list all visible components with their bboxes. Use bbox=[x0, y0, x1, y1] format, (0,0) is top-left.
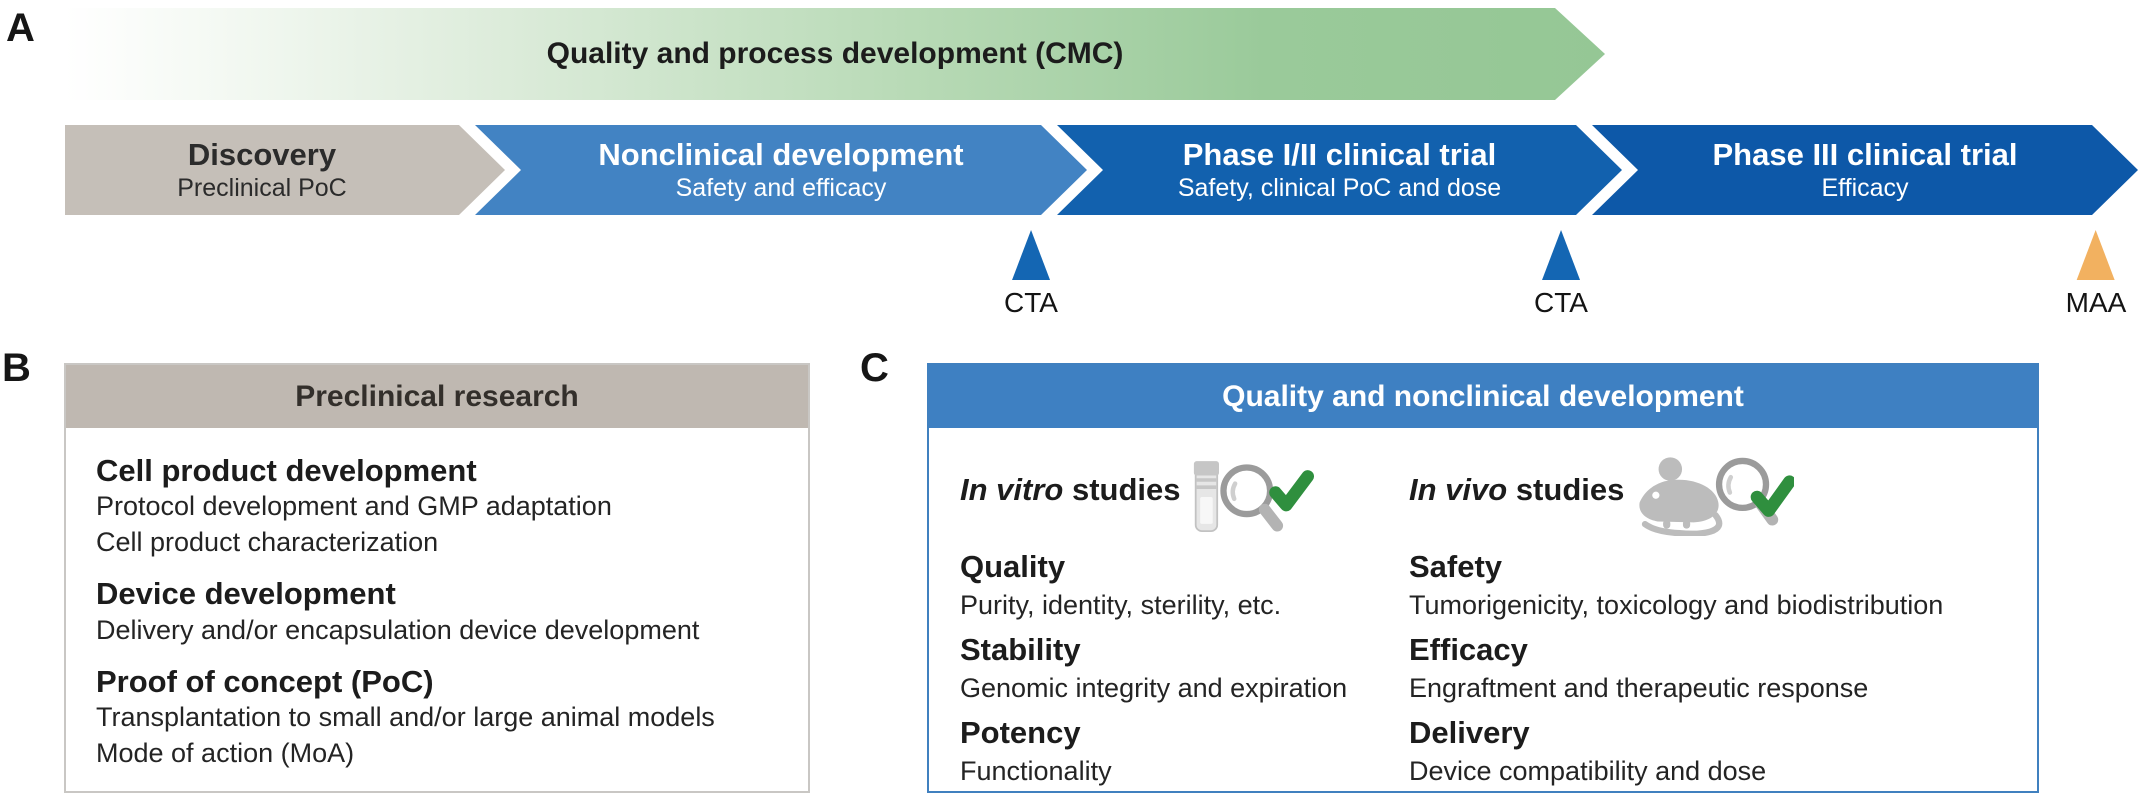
section-line: Cell product characterization bbox=[96, 526, 439, 557]
stage-phase-3-trial: Phase III clinical trial Efficacy bbox=[1592, 125, 2138, 215]
item-line: Functionality bbox=[960, 755, 1112, 786]
panel-header: Preclinical research bbox=[66, 365, 808, 428]
column-title-text: In vivo studies bbox=[1409, 472, 1624, 508]
section-heading: Proof of concept (PoC) bbox=[96, 664, 434, 700]
title-italic: In vivo bbox=[1409, 472, 1508, 507]
section-line: Transplantation to small and/or large an… bbox=[96, 702, 715, 733]
stage-subtitle: Preclinical PoC bbox=[177, 173, 347, 202]
cta-triangle-icon bbox=[1541, 230, 1580, 280]
mouse-magnifier-check-icon bbox=[1639, 457, 1795, 536]
stage-subtitle: Efficacy bbox=[1821, 173, 1909, 202]
stage-phase-1-2-trial: Phase I/II clinical trial Safety, clinic… bbox=[1057, 125, 1622, 215]
in-vivo-title: In vivo studies bbox=[1409, 442, 1943, 538]
panel-body: Cell product development Protocol develo… bbox=[66, 428, 808, 772]
cmc-arrow-label: Quality and process development (CMC) bbox=[546, 37, 1124, 70]
title-italic: In vitro bbox=[960, 472, 1064, 507]
section-line: Mode of action (MoA) bbox=[96, 738, 355, 769]
in-vitro-column: In vitro studies Quality Purity, identit… bbox=[960, 442, 1409, 787]
quality-nonclinical-panel: Quality and nonclinical development In v… bbox=[927, 363, 2039, 793]
section-heading: Cell product development bbox=[96, 453, 477, 488]
stage-discovery: Discovery Preclinical PoC bbox=[65, 125, 505, 215]
preclinical-research-panel: Preclinical research Cell product develo… bbox=[64, 363, 810, 793]
column-title-text: In vitro studies bbox=[960, 472, 1181, 508]
panel-c-label: C bbox=[860, 346, 889, 390]
stage-subtitle: Safety, clinical PoC and dose bbox=[1177, 173, 1502, 202]
section-line: Protocol development and GMP adaptation bbox=[96, 491, 612, 522]
section-line: Delivery and/or encapsulation device dev… bbox=[96, 614, 700, 645]
item-line: Tumorigenicity, toxicology and biodistri… bbox=[1409, 589, 1944, 620]
in-vivo-column: In vivo studies bbox=[1409, 442, 1943, 787]
panel-a-label: A bbox=[6, 6, 35, 50]
milestone-label: CTA bbox=[1534, 287, 1588, 318]
item-heading: Delivery bbox=[1409, 715, 1530, 751]
item-heading: Efficacy bbox=[1409, 632, 1528, 668]
stage-title: Phase I/II clinical trial bbox=[1182, 136, 1497, 172]
milestone-maa: MAA bbox=[2065, 230, 2127, 318]
panel-b-label: B bbox=[2, 346, 31, 390]
cmc-process-arrow: Quality and process development (CMC) bbox=[65, 8, 1605, 100]
stage-title: Phase III clinical trial bbox=[1712, 136, 2018, 172]
item-heading: Stability bbox=[960, 632, 1081, 668]
title-rest: studies bbox=[1507, 472, 1625, 507]
item-line: Genomic integrity and expiration bbox=[960, 672, 1348, 703]
vial-magnifier-check-icon bbox=[1193, 461, 1314, 532]
item-line: Purity, identity, sterility, etc. bbox=[960, 589, 1282, 620]
item-line: Engraftment and therapeutic response bbox=[1409, 672, 1869, 703]
in-vitro-title: In vitro studies bbox=[960, 442, 1409, 538]
stage-nonclinical-development: Nonclinical development Safety and effic… bbox=[475, 125, 1087, 215]
maa-triangle-icon bbox=[2077, 230, 2115, 280]
item-heading: Quality bbox=[960, 549, 1066, 584]
stage-title: Discovery bbox=[187, 136, 337, 172]
panel-header: Quality and nonclinical development bbox=[929, 365, 2037, 428]
item-heading: Potency bbox=[960, 715, 1081, 751]
milestone-cta-2: CTA bbox=[1534, 230, 1588, 317]
stage-title: Nonclinical development bbox=[598, 136, 964, 172]
milestone-label: MAA bbox=[2065, 287, 2127, 318]
item-heading: Safety bbox=[1409, 549, 1503, 584]
stage-subtitle: Safety and efficacy bbox=[675, 173, 887, 202]
milestone-cta-1: CTA bbox=[1004, 230, 1058, 317]
cta-triangle-icon bbox=[1011, 230, 1050, 280]
panel-body: In vitro studies Quality Purity, identit… bbox=[929, 428, 2037, 787]
title-rest: studies bbox=[1063, 472, 1181, 507]
section-heading: Device development bbox=[96, 576, 396, 612]
milestone-label: CTA bbox=[1004, 287, 1058, 318]
item-line: Device compatibility and dose bbox=[1409, 755, 1767, 786]
